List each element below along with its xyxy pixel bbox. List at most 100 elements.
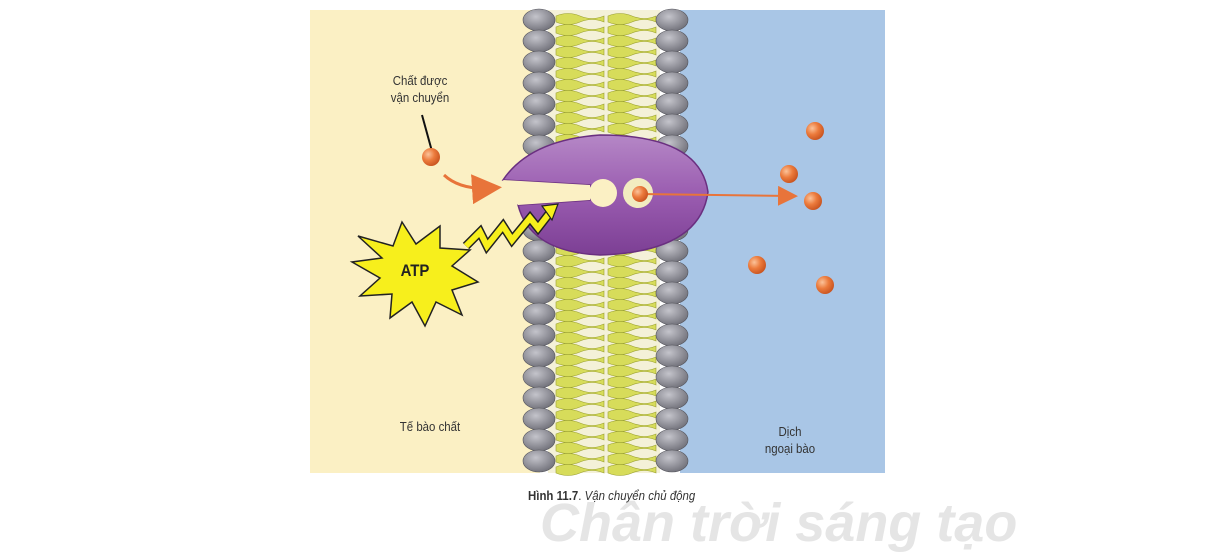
lipid-tail — [555, 79, 605, 91]
phospholipid-head — [522, 344, 556, 368]
lipid-tail — [555, 332, 605, 344]
protein-channel — [503, 180, 590, 205]
particle — [816, 276, 834, 294]
lipid-tail — [607, 123, 657, 135]
exit-arrow — [639, 185, 798, 206]
lipid-tail — [607, 464, 657, 476]
phospholipid-head — [655, 8, 689, 32]
lipid-tail — [607, 255, 657, 267]
lipid-tail — [555, 123, 605, 135]
lipid-tail — [607, 288, 657, 300]
lipid-tail — [555, 365, 605, 377]
lipid-tail — [607, 277, 657, 289]
lipid-tail — [555, 376, 605, 388]
phospholipid-head — [522, 113, 556, 137]
phospholipid-head — [522, 407, 556, 431]
entry-arrow — [442, 173, 502, 205]
label-line: Dịch — [778, 424, 802, 439]
lipid-tail — [555, 464, 605, 476]
lipid-tail — [555, 90, 605, 102]
lipid-tail — [607, 398, 657, 410]
phospholipid-head — [522, 71, 556, 95]
lipid-tail — [607, 68, 657, 80]
phospholipid-head — [522, 281, 556, 305]
particle — [748, 256, 766, 274]
lipid-tail — [555, 13, 605, 25]
phospholipid-head — [655, 29, 689, 53]
phospholipid-head — [655, 428, 689, 452]
label-cytoplasm: Tế bào chất — [399, 419, 461, 434]
phospholipid-head — [522, 449, 556, 473]
caption-text: Vận chuyển chủ động — [584, 488, 696, 503]
phospholipid-head — [522, 302, 556, 326]
lipid-tail — [555, 453, 605, 465]
lipid-tail — [555, 343, 605, 355]
atp-burst — [349, 220, 480, 328]
phospholipid-head — [655, 302, 689, 326]
lipid-tail — [555, 310, 605, 322]
label-line: vận chuyển — [390, 90, 450, 105]
phospholipid-head — [655, 323, 689, 347]
phospholipid-head — [655, 344, 689, 368]
lipid-tail — [607, 46, 657, 58]
binding-site — [589, 179, 617, 207]
lipid-tail — [607, 321, 657, 333]
lipid-tail — [555, 387, 605, 399]
phospholipid-head — [522, 92, 556, 116]
phospholipid-head — [522, 428, 556, 452]
phospholipid-head — [522, 365, 556, 389]
lipid-tail — [607, 35, 657, 47]
lipid-tail — [607, 90, 657, 102]
extracellular-region — [680, 10, 885, 473]
figure-caption: Hình 11.7. Vận chuyển chủ động — [528, 488, 696, 503]
caption-number: Hình 11.7 — [528, 488, 579, 503]
particle — [804, 192, 822, 210]
lipid-tail — [555, 354, 605, 366]
lipid-tail — [607, 299, 657, 311]
phospholipid-head — [655, 92, 689, 116]
lipid-tail — [555, 46, 605, 58]
lipid-tail — [555, 101, 605, 113]
lipid-tail — [555, 299, 605, 311]
phospholipid-head — [655, 113, 689, 137]
lipid-tail — [607, 442, 657, 454]
phospholipid-head — [655, 449, 689, 473]
lipid-tail — [607, 332, 657, 344]
lipid-tail — [555, 288, 605, 300]
energy-bolt-head — [540, 203, 559, 222]
phospholipid-head — [655, 71, 689, 95]
lipid-tail — [607, 112, 657, 124]
lipid-tail — [555, 24, 605, 36]
extracellular-particles — [748, 122, 834, 294]
lipid-tail — [607, 376, 657, 388]
lipid-tail — [555, 442, 605, 454]
energy-bolt — [463, 208, 555, 252]
label-extracellular: Dịch ngoại bào — [746, 423, 834, 457]
lipid-tail — [555, 68, 605, 80]
active-transport-diagram — [310, 8, 885, 476]
lipid-tail — [555, 409, 605, 421]
label-atp: ATP — [400, 261, 430, 280]
phospholipid-head — [655, 281, 689, 305]
lipid-tail — [607, 57, 657, 69]
lipid-tail — [607, 101, 657, 113]
lipid-tail — [555, 255, 605, 267]
phospholipid-head — [655, 260, 689, 284]
phospholipid-head — [655, 386, 689, 410]
lipid-tail — [607, 354, 657, 366]
lipid-tail — [555, 57, 605, 69]
lipid-tail — [555, 112, 605, 124]
lipid-tail — [607, 420, 657, 432]
lipid-tail — [555, 266, 605, 278]
phospholipid-head — [522, 8, 556, 32]
particle — [422, 148, 440, 166]
lipid-tail — [555, 277, 605, 289]
lipid-tail — [555, 35, 605, 47]
phospholipid-head — [655, 50, 689, 74]
lipid-tail — [607, 343, 657, 355]
label-substance: Chất được vận chuyển — [376, 72, 464, 106]
phospholipid-head — [655, 407, 689, 431]
phospholipid-head — [655, 365, 689, 389]
lipid-tail — [607, 266, 657, 278]
phospholipid-head — [522, 29, 556, 53]
